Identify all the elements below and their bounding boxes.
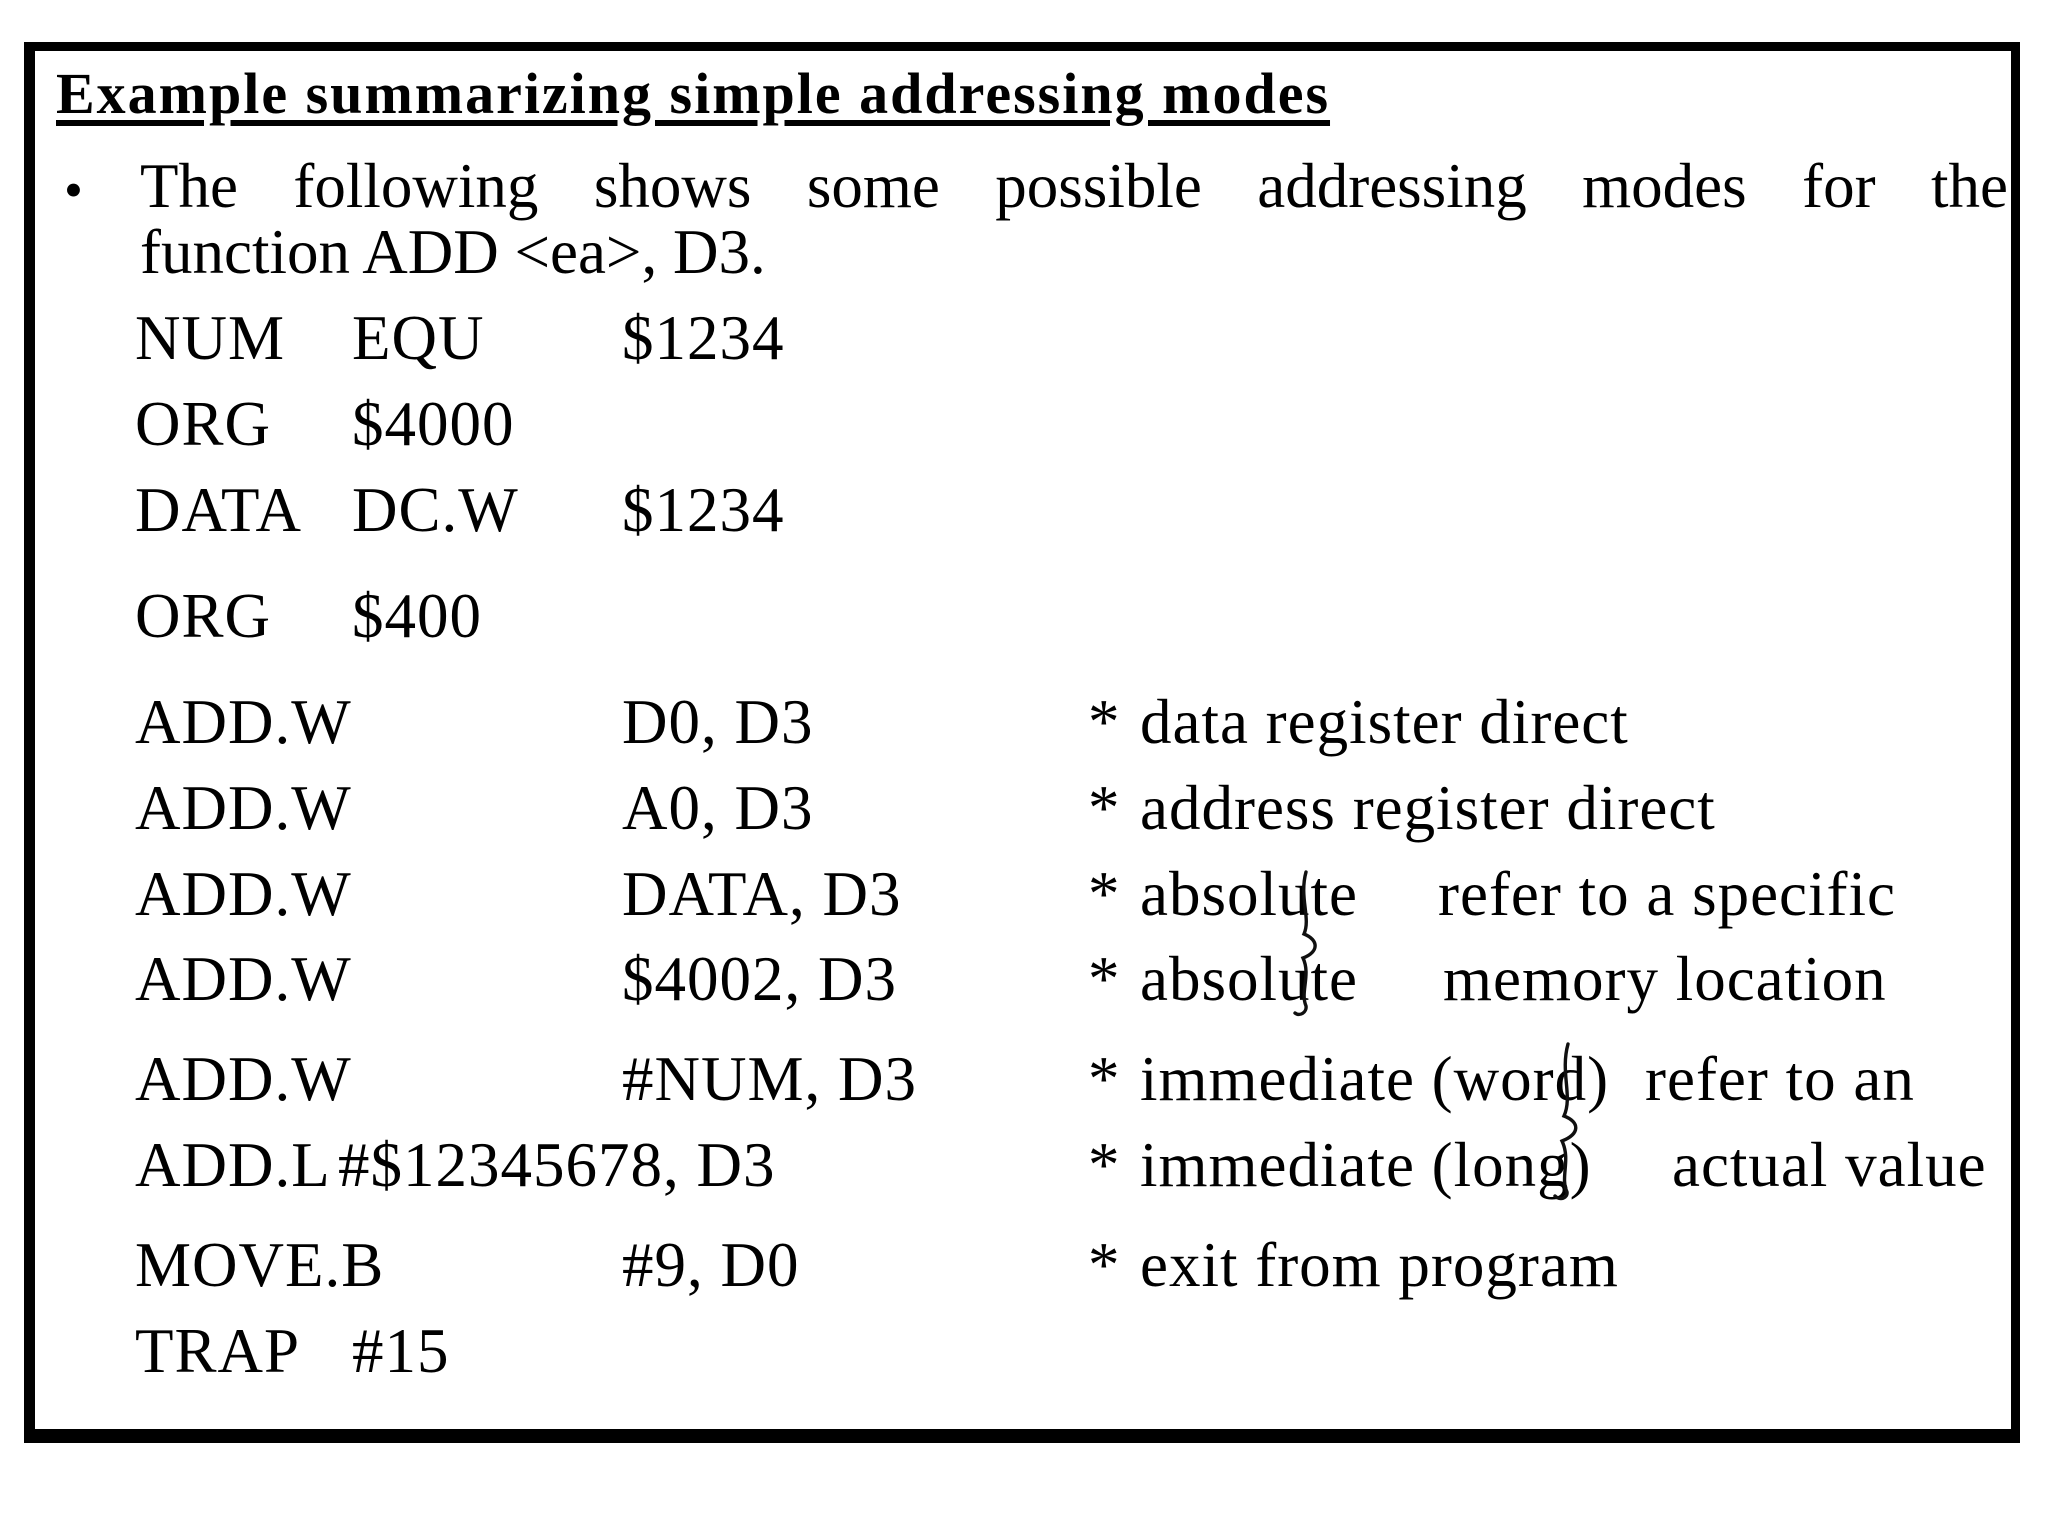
code-comment: exit from program bbox=[1140, 1230, 1619, 1300]
code-line: ORG $4000 bbox=[0, 392, 2048, 456]
code-comment: absolute bbox=[1140, 944, 1358, 1014]
comment-asterisk: * bbox=[1088, 773, 1121, 843]
code-mnemonic: TRAP bbox=[135, 1316, 301, 1386]
code-comment-note: refer to a specific bbox=[1438, 859, 1896, 929]
code-mnemonic: ADD.W bbox=[135, 773, 352, 843]
code-operand: #9, D0 bbox=[622, 1230, 800, 1300]
intro-text-line2: function ADD <ea>, D3. bbox=[140, 217, 766, 287]
code-mnemonic: ADD.L bbox=[135, 1130, 331, 1200]
code-comment: immediate (word) bbox=[1140, 1044, 1610, 1114]
code-label: NUM bbox=[135, 303, 286, 373]
code-operand: $4002, D3 bbox=[622, 944, 897, 1014]
code-comment: data register direct bbox=[1140, 687, 1629, 757]
code-line: ADD.W $4002, D3 * absolute memory locati… bbox=[0, 947, 2048, 1011]
bullet-icon: • bbox=[64, 160, 83, 220]
code-operand: $4000 bbox=[352, 389, 515, 459]
code-line: DATA DC.W $1234 bbox=[0, 478, 2048, 542]
code-operand: #$12345678, D3 bbox=[338, 1130, 776, 1200]
code-line: ADD.W D0, D3 * data register direct bbox=[0, 690, 2048, 754]
comment-asterisk: * bbox=[1088, 859, 1121, 929]
code-line: MOVE.B #9, D0 * exit from program bbox=[0, 1233, 2048, 1297]
code-mnemonic: MOVE.B bbox=[135, 1230, 385, 1300]
slide-border-frame bbox=[24, 42, 2020, 1443]
code-label: DATA bbox=[135, 475, 302, 545]
code-operand: DATA, D3 bbox=[622, 859, 902, 929]
code-mnemonic: ORG bbox=[135, 389, 272, 459]
code-mnemonic: ORG bbox=[135, 581, 272, 651]
code-mnemonic: DC.W bbox=[352, 475, 519, 545]
comment-asterisk: * bbox=[1088, 1044, 1121, 1114]
comment-asterisk: * bbox=[1088, 1230, 1121, 1300]
code-comment-note: memory location bbox=[1443, 944, 1887, 1014]
code-line: ORG $400 bbox=[0, 584, 2048, 648]
code-comment: immediate (long) bbox=[1140, 1130, 1592, 1200]
code-line: ADD.W A0, D3 * address register direct bbox=[0, 776, 2048, 840]
code-line: ADD.W DATA, D3 * absolute refer to a spe… bbox=[0, 862, 2048, 926]
comment-asterisk: * bbox=[1088, 1130, 1121, 1200]
code-mnemonic: ADD.W bbox=[135, 1044, 352, 1114]
code-comment: absolute bbox=[1140, 859, 1358, 929]
code-operand: #NUM, D3 bbox=[622, 1044, 918, 1114]
code-mnemonic: ADD.W bbox=[135, 859, 352, 929]
code-line: NUM EQU $1234 bbox=[0, 306, 2048, 370]
comment-asterisk: * bbox=[1088, 687, 1121, 757]
code-line: ADD.W #NUM, D3 * immediate (word) refer … bbox=[0, 1047, 2048, 1111]
code-line: ADD.L #$12345678, D3 * immediate (long) … bbox=[0, 1133, 2048, 1197]
code-operand: $1234 bbox=[622, 475, 785, 545]
intro-text-line1: The following shows some possible addres… bbox=[140, 151, 2008, 221]
code-operand: $400 bbox=[352, 581, 482, 651]
code-operand: D0, D3 bbox=[622, 687, 814, 757]
code-mnemonic: ADD.W bbox=[135, 687, 352, 757]
code-line: TRAP #15 bbox=[0, 1319, 2048, 1383]
code-operand: #15 bbox=[352, 1316, 450, 1386]
code-operand: $1234 bbox=[622, 303, 785, 373]
code-comment-note: refer to an bbox=[1645, 1044, 1915, 1114]
code-comment: address register direct bbox=[1140, 773, 1716, 843]
code-operand: A0, D3 bbox=[622, 773, 814, 843]
page-title: Example summarizing simple addressing mo… bbox=[56, 61, 1331, 126]
comment-asterisk: * bbox=[1088, 944, 1121, 1014]
code-mnemonic: EQU bbox=[352, 303, 485, 373]
code-mnemonic: ADD.W bbox=[135, 944, 352, 1014]
code-comment-note: actual value bbox=[1672, 1130, 1987, 1200]
